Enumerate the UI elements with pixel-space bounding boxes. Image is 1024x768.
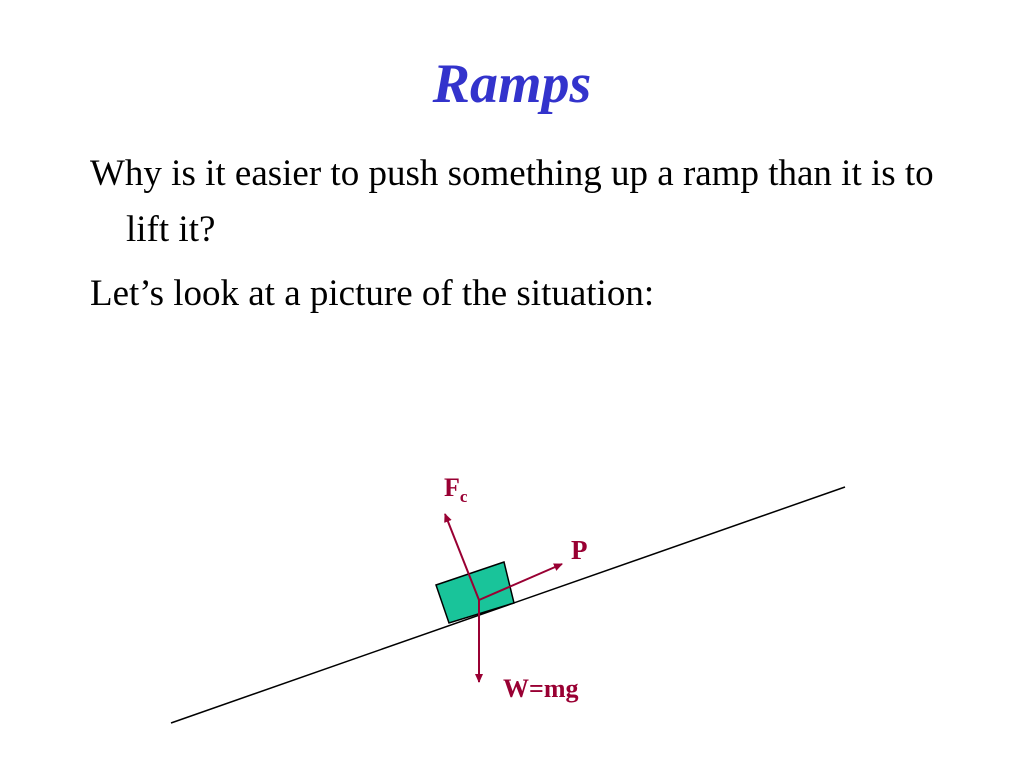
bullet-picture-intro: Let’s look at a picture of the situation… (90, 273, 655, 314)
bullet-question: Why is it easier to push something up a … (90, 153, 934, 250)
normal-force-label-main: F (444, 473, 460, 502)
slide-title: Ramps (432, 53, 592, 115)
weight-label: W=mg (503, 674, 578, 703)
push-force-label: P (571, 535, 588, 565)
normal-force-label: Fc (444, 473, 468, 506)
normal-force-label-sub: c (460, 487, 468, 506)
push-force-arrow (478, 563, 563, 601)
normal-force-arrow (444, 513, 480, 601)
